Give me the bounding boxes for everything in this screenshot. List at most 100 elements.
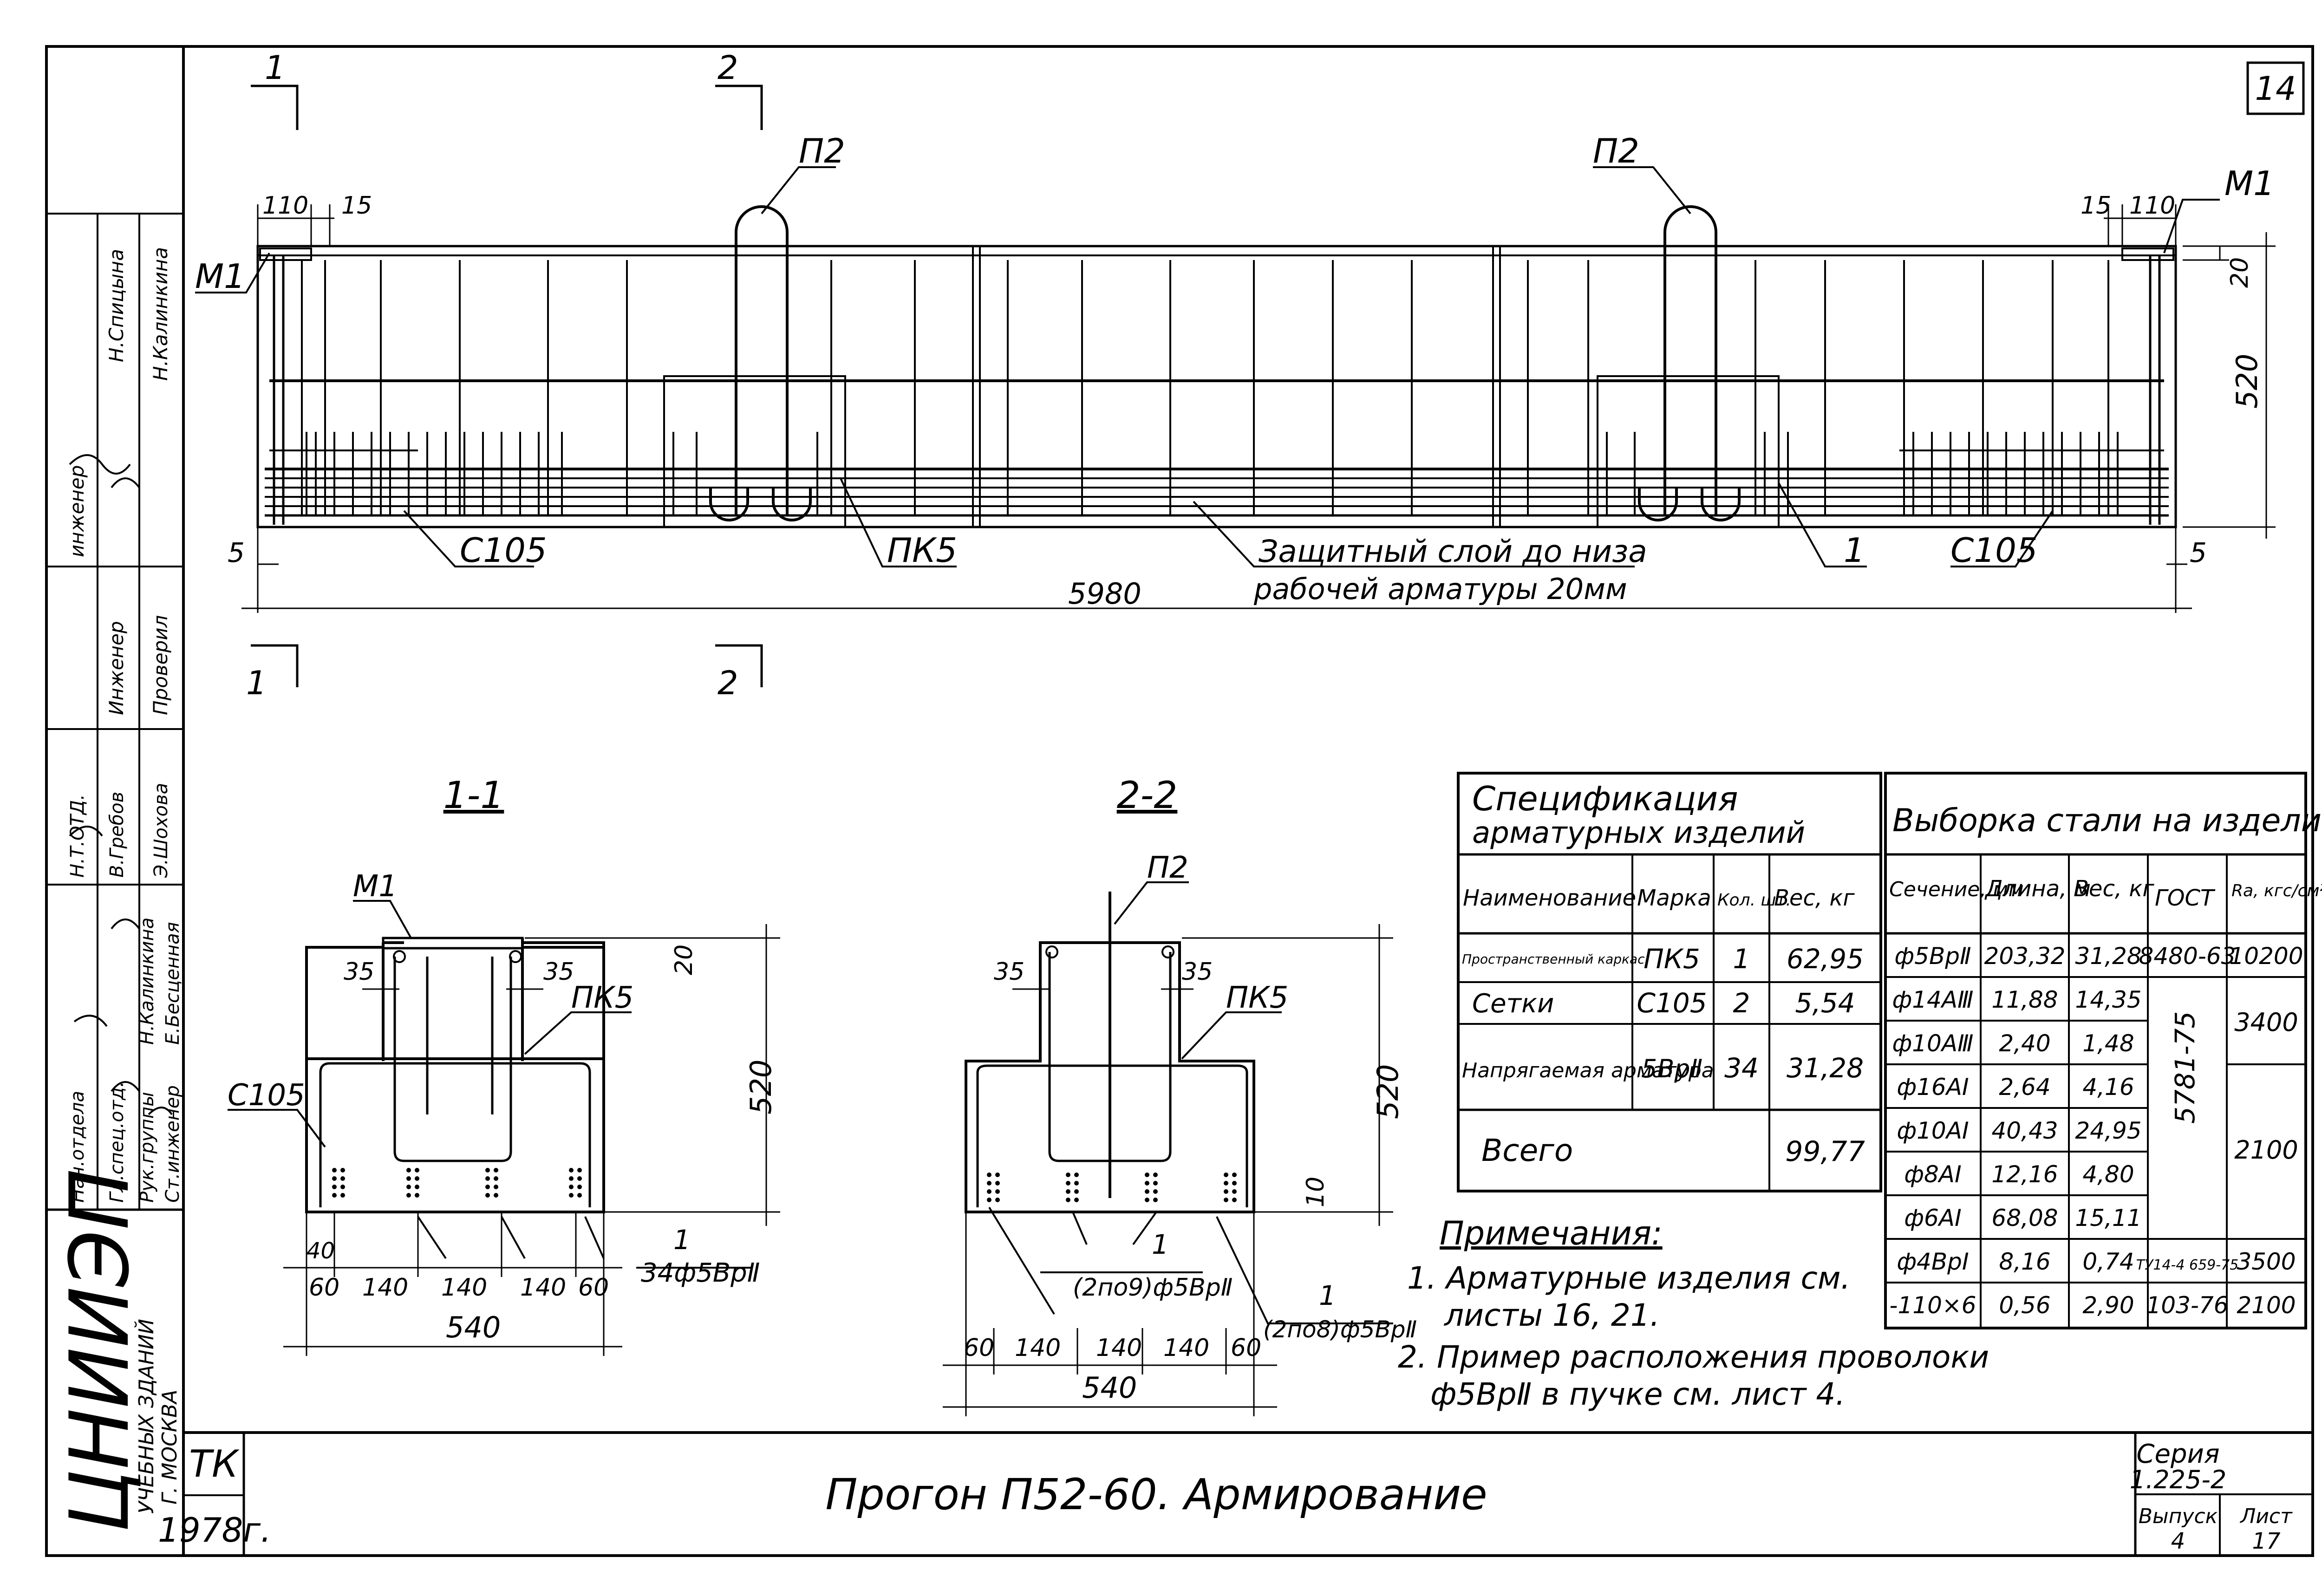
- sec1-dim-140-c: 140: [520, 1274, 566, 1302]
- elevation-annotations: 1 1 2 2 П2 П2 М1 М1 110 15 15 110 20 520…: [195, 49, 2276, 702]
- wire-dot: [485, 1193, 490, 1198]
- sec1-label-c105: С105: [228, 1078, 305, 1113]
- wire-dot: [987, 1173, 991, 1177]
- sec1-dim-140-a: 140: [362, 1274, 408, 1302]
- section-2-2: 2-2 П2 ПК5 35 35 520 10 1 (2по9)ф5ВрⅡ 1 …: [943, 774, 1417, 1416]
- cut-2-bottom: 2: [717, 664, 738, 702]
- wire-dot: [494, 1168, 498, 1173]
- sec1-dim-540: 540: [446, 1310, 501, 1344]
- wire-dot: [415, 1193, 419, 1198]
- wire-dot: [494, 1176, 498, 1181]
- dim-5-right: 5: [2190, 537, 2207, 568]
- label-pk5: ПК5: [887, 531, 957, 570]
- cut-1-bottom: 1: [246, 664, 267, 702]
- dim-110-left: 110: [262, 192, 308, 220]
- steel-cell: 40,43: [1991, 1117, 2058, 1144]
- p2-loop-left: [735, 205, 789, 515]
- notes-line2: листы 16, 21.: [1443, 1297, 1660, 1333]
- sheet-title: Прогон П52-60. Армирование: [825, 1470, 1487, 1519]
- stamp-role-1: инженер: [65, 465, 88, 557]
- steel-cell: 0,56: [1999, 1292, 2050, 1319]
- steel-cell: 2,40: [1999, 1030, 2050, 1057]
- spec-r1-qty: 1: [1733, 943, 1750, 975]
- sec2-dim-10: 10: [1302, 1177, 1330, 1207]
- wire-dot: [340, 1168, 345, 1173]
- sec2-dim-140-a: 140: [1015, 1334, 1061, 1362]
- label-m1-left: М1: [195, 257, 245, 296]
- org-sub1: УЧЕБНЫХ ЗДАНИЙ: [134, 1319, 158, 1514]
- wire-dot: [1153, 1189, 1158, 1194]
- note-line2: рабочей арматуры 20мм: [1253, 572, 1627, 606]
- sec2-dim-35-left: 35: [994, 958, 1024, 986]
- stamp-name-1: Н.Спицына: [105, 249, 128, 362]
- steel-head-ra: Ra, кгс/см²: [2231, 881, 2322, 900]
- spec-head-name: Наименование: [1463, 885, 1636, 911]
- wire-dot: [577, 1168, 582, 1173]
- wire-dot: [415, 1168, 419, 1173]
- stamp-role-9: Ст.инженер: [162, 1085, 183, 1203]
- steel-cell: 203,32: [1984, 943, 2066, 970]
- steel-cell: 10200: [2229, 943, 2303, 970]
- steel-head-weight: Вес, кг: [2074, 876, 2154, 902]
- wire-dot: [340, 1185, 345, 1189]
- sec1-callout-text: 34ф5ВрⅡ: [641, 1258, 760, 1288]
- mesh-bars: [306, 432, 2119, 515]
- spec-head-mark: Марка: [1637, 885, 1711, 911]
- wire-dot: [1066, 1189, 1070, 1194]
- signature-scribbles: [69, 454, 173, 1115]
- series-value: 1.225-2: [2130, 1465, 2226, 1494]
- wire-dot: [1224, 1173, 1228, 1177]
- label-p2-left: П2: [799, 131, 845, 170]
- wire-dot: [1145, 1189, 1149, 1194]
- steel-cell: ф4ВрⅠ: [1897, 1248, 1969, 1275]
- wire-dot: [1232, 1173, 1237, 1177]
- spec-r2-name: Сетки: [1472, 989, 1554, 1019]
- stamp-name-8: Н.Калинкина: [137, 918, 158, 1045]
- sheet-value: 17: [2252, 1528, 2281, 1554]
- spec-table: Спецификация арматурных изделий Наименов…: [1457, 772, 1882, 1192]
- notes-line4: ф5ВрⅡ в пучке см. лист 4.: [1430, 1376, 1845, 1412]
- spec-r1-mark: ПК5: [1644, 943, 1700, 975]
- sec2-dim-140-c: 140: [1163, 1334, 1209, 1362]
- note-line1: Защитный слой до низа: [1259, 534, 1647, 569]
- wire-dot: [569, 1168, 574, 1173]
- wire-dot: [494, 1193, 498, 1198]
- steel-cell: 8480-63: [2139, 943, 2236, 970]
- dim-15-right: 15: [2081, 192, 2111, 220]
- steel-cell: 4,80: [2082, 1161, 2134, 1188]
- wire-dot: [332, 1185, 337, 1189]
- spec-r3-weight: 31,28: [1787, 1052, 1864, 1084]
- issue-value: 4: [2171, 1528, 2185, 1554]
- spec-title-1: Спецификация: [1472, 779, 1738, 818]
- spec-head-qty: Кол. шт.: [1717, 891, 1791, 910]
- wire-dot: [995, 1181, 1000, 1186]
- wire-dot: [987, 1189, 991, 1194]
- steel-cell: 103-76: [2146, 1292, 2228, 1319]
- wire-dot: [995, 1198, 1000, 1202]
- sheet-label: Лист: [2239, 1505, 2293, 1528]
- spec-title-2: арматурных изделий: [1472, 816, 1805, 850]
- wire-dot: [485, 1185, 490, 1189]
- section-2-title: 2-2: [1117, 774, 1178, 817]
- wire-dot: [1153, 1181, 1158, 1186]
- sec1-dim-20: 20: [670, 945, 698, 975]
- wire-dot: [1224, 1181, 1228, 1186]
- label-c105-left: С105: [460, 531, 547, 570]
- steel-cell: -110×6: [1889, 1292, 1976, 1319]
- sec1-dim-60-left: 60: [309, 1274, 339, 1302]
- wire-dot: [577, 1185, 582, 1189]
- spec-r2-qty: 2: [1733, 987, 1750, 1019]
- wire-dot: [1145, 1173, 1149, 1177]
- sec2-dim-540: 540: [1082, 1371, 1137, 1405]
- wire-dot: [1232, 1181, 1237, 1186]
- wire-dot: [485, 1168, 490, 1173]
- sec2-callout-mid-text: (2по9)ф5ВрⅡ: [1073, 1274, 1233, 1302]
- sec1-dim-35-left: 35: [344, 958, 374, 986]
- spec-r3-mark: 5ВрⅡ: [1641, 1054, 1702, 1083]
- dim-5-left: 5: [228, 537, 245, 568]
- label-p2-right: П2: [1593, 131, 1639, 170]
- wire-dot: [1074, 1173, 1079, 1177]
- steel-gost-merged: 5781-75: [2169, 1011, 2201, 1124]
- org-name: ЦНИИЭП: [53, 1169, 147, 1532]
